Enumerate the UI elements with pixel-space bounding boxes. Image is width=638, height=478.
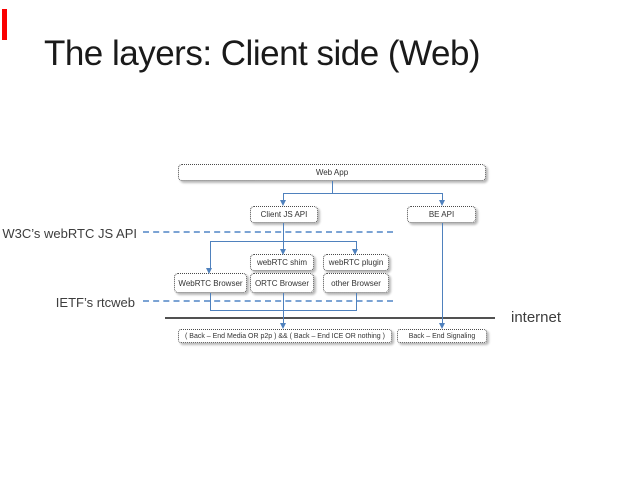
connector-be-api-to-signaling	[441, 223, 443, 323]
slide-title: The layers: Client side (Web)	[43, 34, 481, 73]
connector-mid-branch	[210, 240, 357, 242]
connector-to-webrtc-browser	[209, 241, 211, 268]
arrowhead-webrtc-plugin	[352, 249, 358, 255]
connector-webrtc-browser-down	[209, 293, 211, 310]
connector-to-client-js-api	[282, 193, 284, 201]
box-webrtc-browser: WebRTC Browser	[174, 273, 247, 293]
connector-to-be-api	[441, 193, 443, 201]
connector-webapp-stem	[331, 181, 333, 193]
connector-to-webrtc-plugin	[355, 241, 357, 249]
box-backend-media: ( Back – End Media OR p2p ) && ( Back – …	[178, 329, 392, 343]
box-be-api: BE API	[407, 206, 476, 223]
box-webrtc-plugin: webRTC plugin	[323, 254, 389, 271]
arrowhead-backend-media	[279, 323, 286, 329]
ietf-layer-dashed-line	[143, 300, 393, 302]
red-accent-bar	[2, 9, 7, 40]
connector-other-browser-down	[355, 293, 357, 310]
box-client-js-api: Client JS API	[250, 206, 318, 223]
connector-top-branch	[283, 192, 442, 194]
label-ietf-rtcweb: IETF’s rtcweb	[55, 295, 135, 310]
connector-ortc-browser-down	[282, 293, 284, 310]
arrowhead-client-js-api	[279, 200, 286, 206]
connector-client-to-shim	[282, 223, 284, 249]
box-web-app: Web App	[178, 164, 486, 181]
w3c-layer-dashed-line	[143, 231, 393, 233]
arrowhead-backend-signaling	[438, 323, 445, 329]
label-internet: internet	[511, 309, 562, 326]
arrowhead-webrtc-browser	[206, 268, 212, 274]
box-webrtc-shim: webRTC shim	[250, 254, 314, 271]
box-ortc-browser: ORTC Browser	[250, 273, 314, 293]
box-other-browser: other Browser	[323, 273, 389, 293]
arrowhead-webrtc-shim	[279, 249, 286, 255]
box-backend-signaling: Back – End Signaling	[397, 329, 487, 343]
arrowhead-be-api	[438, 200, 445, 206]
label-w3c-webrtc-js-api: W3C’s webRTC JS API	[2, 226, 137, 241]
internet-line	[165, 317, 495, 319]
connector-merge-to-backend-media	[282, 310, 284, 323]
